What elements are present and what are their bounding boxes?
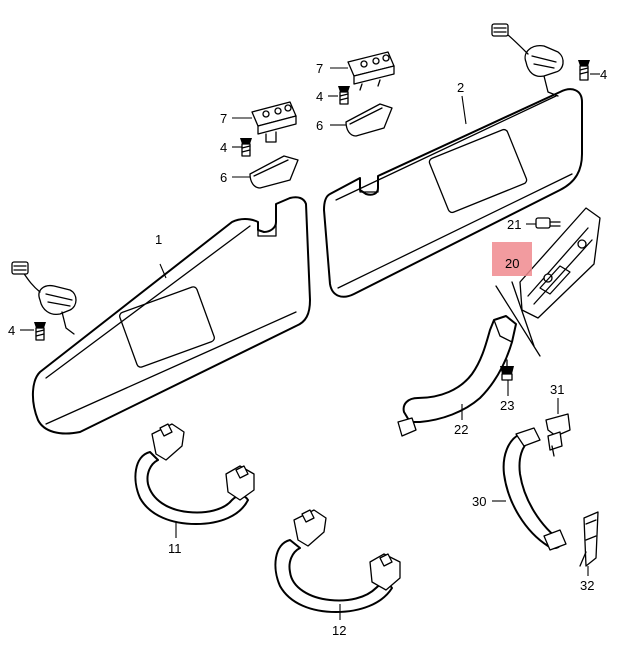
cover-6-upper <box>345 103 393 137</box>
callout-23: 23 <box>500 398 514 413</box>
callout-22: 22 <box>454 422 468 437</box>
callout-4-mid: 4 <box>316 89 323 104</box>
screw-21 <box>535 217 561 229</box>
callout-20: 20 <box>505 256 519 271</box>
callout-6-lower: 6 <box>220 170 227 185</box>
screw-4-upper <box>578 60 590 81</box>
clip-31 <box>545 413 571 457</box>
callout-6-upper: 6 <box>316 118 323 133</box>
grab-handle-22[interactable] <box>397 315 517 437</box>
clip-7-upper <box>347 51 395 91</box>
leader-lines <box>20 67 600 620</box>
grab-handle-11[interactable] <box>134 423 255 525</box>
cover-32 <box>579 511 599 567</box>
callout-1: 1 <box>155 232 162 247</box>
callout-7-upper: 7 <box>316 61 323 76</box>
callout-7-lower: 7 <box>220 111 227 126</box>
sun-visor-right[interactable] <box>323 88 583 298</box>
callout-32: 32 <box>580 578 594 593</box>
callout-4-left: 4 <box>8 323 15 338</box>
grab-handle-30[interactable] <box>502 427 567 551</box>
callout-30: 30 <box>472 494 486 509</box>
screw-4-mid <box>338 86 350 105</box>
callout-4-lower: 4 <box>220 140 227 155</box>
callout-12: 12 <box>332 623 346 638</box>
cover-6-lower <box>249 155 299 189</box>
callout-20-highlight <box>492 242 532 276</box>
screw-23 <box>500 359 514 381</box>
grab-handle-12[interactable] <box>274 509 401 613</box>
visor-mount-left <box>11 261 77 335</box>
callout-4-upper: 4 <box>600 67 607 82</box>
screw-4-left <box>34 322 46 341</box>
callout-31: 31 <box>550 382 564 397</box>
sun-visor-left[interactable] <box>32 196 311 435</box>
callout-11: 11 <box>168 541 182 556</box>
callouts: 1 2 4 4 4 4 6 6 7 7 11 12 20 21 22 23 30… <box>8 61 607 638</box>
screw-4-lower <box>240 138 252 157</box>
clip-7-lower <box>251 101 297 143</box>
callout-2: 2 <box>457 80 464 95</box>
visor-mount-right <box>491 23 564 97</box>
callout-21: 21 <box>507 217 521 232</box>
bracket-20 <box>495 207 601 357</box>
